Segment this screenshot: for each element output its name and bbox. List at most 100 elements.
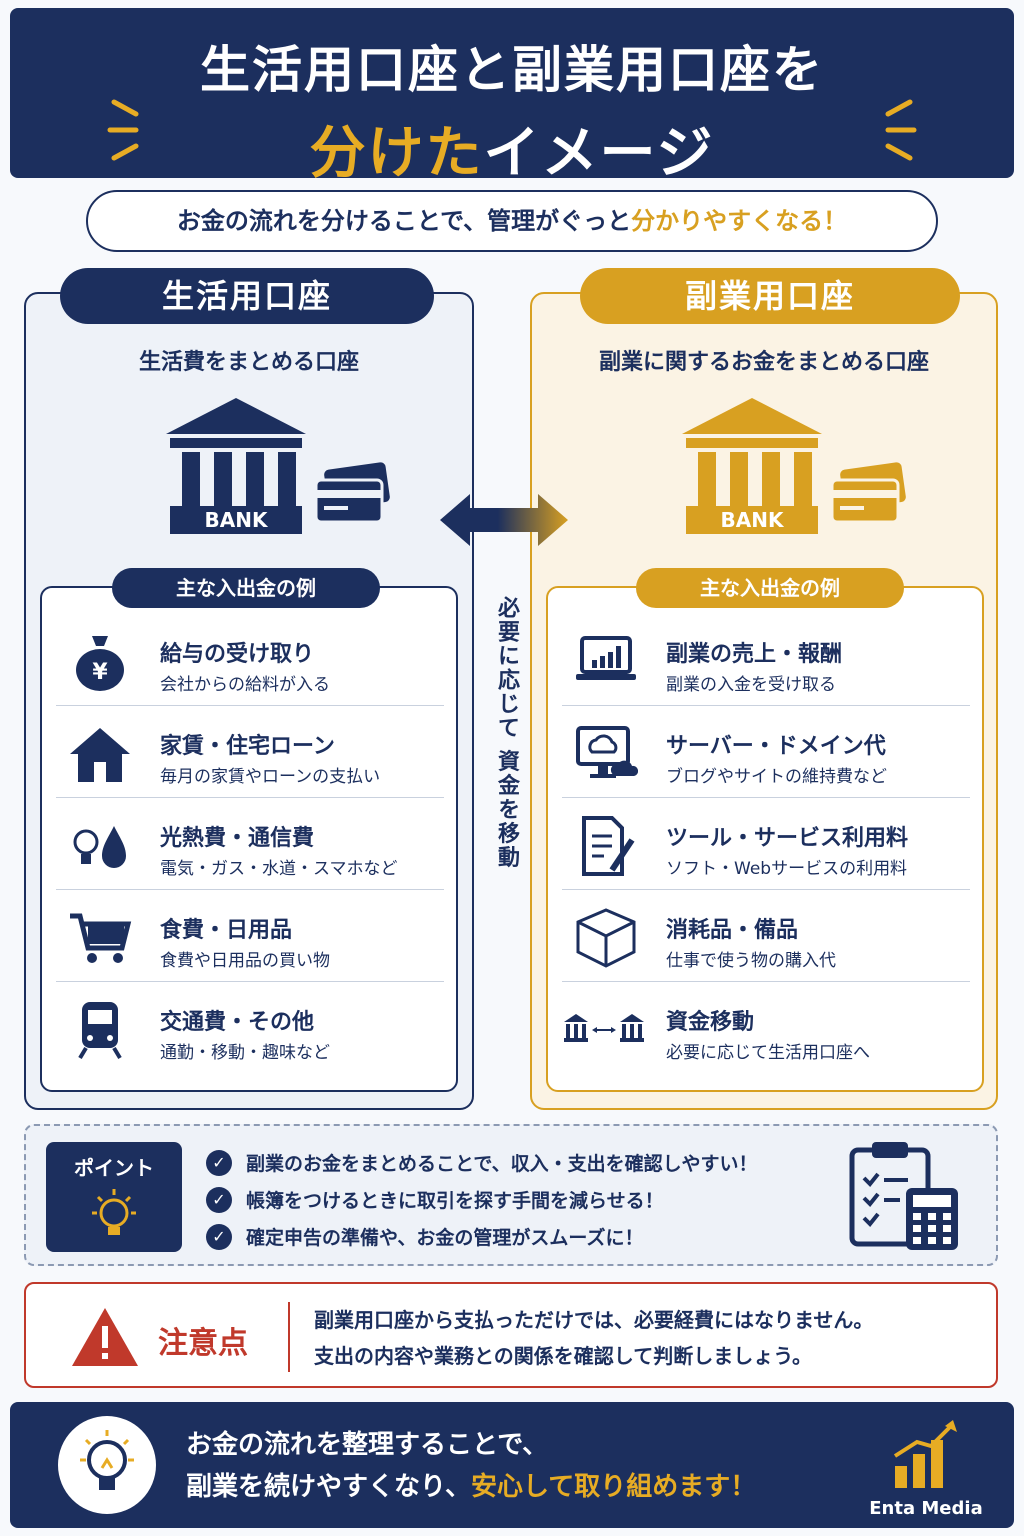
item-sub: 仕事で使う物の購入代 bbox=[666, 951, 836, 971]
item-sub: 副業の入金を受け取る bbox=[666, 675, 836, 695]
caution-label: 注意点 bbox=[158, 1326, 248, 1361]
item-title: 交通費・その他 bbox=[160, 1010, 315, 1035]
side-job-account-desc: 副業に関するお金をまとめる口座 bbox=[598, 350, 929, 375]
list-item: 交通費・その他 通勤・移動・趣味など bbox=[56, 982, 444, 1074]
brand-name: Enta Media bbox=[869, 1498, 983, 1519]
house-icon bbox=[70, 728, 130, 782]
list-item: 資金移動 必要に応じて生活用口座へ bbox=[562, 982, 970, 1074]
list-item: 食費・日用品 食費や日用品の買い物 bbox=[56, 890, 444, 982]
item-sub: 食費や日用品の買い物 bbox=[160, 951, 330, 971]
footer-banner: お金の流れを整理することで、 副業を続けやすくなり、安心して取り組めます！ En… bbox=[10, 1402, 1014, 1528]
item-sub: 必要に応じて生活用口座へ bbox=[666, 1043, 870, 1063]
bank-navy-icon: BANK bbox=[166, 398, 390, 534]
subtitle-highlight: 分かりやすくなる！ bbox=[631, 207, 848, 235]
point-item: ✓ 副業のお金をまとめることで、収入・支出を確認しやすい！ bbox=[206, 1144, 757, 1181]
double-arrow-icon bbox=[440, 494, 568, 546]
list-item: 消耗品・備品 仕事で使う物の購入代 bbox=[562, 890, 970, 982]
item-title: 光熱費・通信費 bbox=[160, 826, 315, 851]
living-account-panel: 生活用口座 生活費をまとめる口座 BANK 主な入出金の例 ¥ 給与の受け取り … bbox=[24, 268, 474, 1110]
check-icon: ✓ bbox=[206, 1149, 232, 1176]
train-icon bbox=[78, 1002, 122, 1060]
box-icon bbox=[576, 908, 636, 968]
laptop-chart-icon bbox=[576, 636, 636, 680]
check-icon: ✓ bbox=[206, 1223, 232, 1250]
page-title-line1: 生活用口座と副業用口座を bbox=[200, 41, 824, 99]
item-title: 給与の受け取り bbox=[160, 642, 315, 667]
item-sub: 毎月の家賃やローンの支払い bbox=[160, 767, 381, 787]
point-item: ✓ 帳簿をつけるときに取引を探す手間を減らせる！ bbox=[206, 1181, 757, 1218]
brand-logo: Enta Media bbox=[866, 1418, 986, 1519]
lightbulb-icon bbox=[80, 1430, 134, 1490]
side-job-examples-box: 主な入出金の例 副業の売上・報酬 副業の入金を受け取る サーバー・ドメイン代 ブ… bbox=[546, 568, 984, 1092]
item-title: サーバー・ドメイン代 bbox=[666, 734, 886, 759]
side-job-examples-label: 主な入出金の例 bbox=[636, 568, 904, 608]
bank-label: BANK bbox=[205, 508, 269, 532]
living-examples-box: 主な入出金の例 ¥ 給与の受け取り 会社からの給料が入る 家賃・住宅ローン 毎月… bbox=[40, 568, 458, 1092]
item-sub: 通勤・移動・趣味など bbox=[160, 1043, 330, 1063]
item-title: 家賃・住宅ローン bbox=[160, 734, 335, 759]
list-item: 副業の売上・報酬 副業の入金を受け取る bbox=[562, 614, 970, 706]
title-rest: イメージ bbox=[483, 121, 715, 186]
item-title: ツール・サービス利用料 bbox=[666, 826, 909, 851]
item-title: 資金移動 bbox=[666, 1010, 755, 1035]
svg-text:¥: ¥ bbox=[92, 660, 108, 685]
point-text: 副業のお金をまとめることで、収入・支出を確認しやすい！ bbox=[246, 1153, 758, 1175]
bank-gold-icon: BANK bbox=[682, 398, 906, 534]
caution-line1: 副業用口座から支払っただけでは、必要経費にはなりません。 bbox=[314, 1308, 874, 1332]
footer-line2: 副業を続けやすくなり、安心して取り組めます！ bbox=[186, 1466, 756, 1508]
side-job-account-title: 副業用口座 bbox=[580, 268, 960, 324]
point-item: ✓ 確定申告の準備や、お金の管理がスムーズに！ bbox=[206, 1218, 757, 1255]
clipboard-calculator-icon bbox=[849, 1142, 958, 1250]
item-sub: 会社からの給料が入る bbox=[160, 675, 330, 695]
sparkle-right-icon bbox=[885, 99, 917, 161]
lightbulb-icon bbox=[92, 1189, 136, 1235]
monitor-cloud-icon bbox=[576, 726, 638, 778]
list-item: ツール・サービス利用料 ソフト・Webサービスの利用料 bbox=[562, 798, 970, 890]
shopping-cart-icon bbox=[70, 913, 132, 963]
footer-message: お金の流れを整理することで、 副業を続けやすくなり、安心して取り組めます！ bbox=[186, 1424, 756, 1508]
item-sub: 電気・ガス・水道・スマホなど bbox=[160, 859, 398, 879]
point-text: 帳簿をつけるときに取引を探す手間を減らせる！ bbox=[246, 1190, 664, 1212]
caution-divider bbox=[288, 1302, 290, 1372]
caution-line2: 支出の内容や業務との関係を確認して判断しましょう。 bbox=[314, 1344, 812, 1368]
caution-text: 副業用口座から支払っただけでは、必要経費にはなりません。 支出の内容や業務との関… bbox=[314, 1302, 873, 1374]
page-title-line2: 分けたイメージ bbox=[10, 108, 1014, 189]
money-bag-yen-icon: ¥ bbox=[76, 636, 124, 691]
points-section: ポイント ✓ 副業のお金をまとめることで、収入・支出を確認しやすい！ ✓ 帳簿をつけ… bbox=[24, 1124, 998, 1266]
subtitle-prefix: お金の流れを分けることで、管理がぐっと bbox=[176, 207, 632, 235]
document-pen-icon bbox=[582, 816, 635, 876]
item-title: 消耗品・備品 bbox=[666, 918, 799, 943]
item-sub: ソフト・Webサービスの利用料 bbox=[666, 859, 908, 879]
point-text: 確定申告の準備や、お金の管理がスムーズに！ bbox=[246, 1227, 644, 1249]
item-title: 食費・日用品 bbox=[160, 918, 293, 943]
item-sub: ブログやサイトの維持費など bbox=[666, 767, 887, 787]
caution-section: 注意点 副業用口座から支払っただけでは、必要経費にはなりません。 支出の内容や業… bbox=[24, 1282, 998, 1388]
list-item: 家賃・住宅ローン 毎月の家賃やローンの支払い bbox=[56, 706, 444, 798]
bank-transfer-icon bbox=[564, 1014, 644, 1042]
bulb-water-icon bbox=[73, 826, 126, 868]
footer-line2-prefix: 副業を続けやすくなり、 bbox=[186, 1472, 471, 1502]
transfer-text: 必要に応じて 資金を移動 bbox=[494, 596, 519, 870]
item-title: 副業の売上・報酬 bbox=[666, 642, 843, 667]
points-label: ポイント bbox=[74, 1156, 154, 1180]
living-examples-label: 主な入出金の例 bbox=[112, 568, 380, 608]
footer-line2-highlight: 安心して取り組めます！ bbox=[470, 1472, 757, 1502]
living-account-desc: 生活費をまとめる口座 bbox=[138, 350, 359, 375]
sparkle-left-icon bbox=[107, 99, 139, 161]
points-list: ✓ 副業のお金をまとめることで、収入・支出を確認しやすい！ ✓ 帳簿をつけるときに取… bbox=[206, 1144, 757, 1255]
subtitle-pill: お金の流れを分けることで、管理がぐっと分かりやすくなる！ bbox=[86, 190, 938, 252]
footer-line1: お金の流れを整理することで、 bbox=[186, 1430, 549, 1460]
list-item: 光熱費・通信費 電気・ガス・水道・スマホなど bbox=[56, 798, 444, 890]
points-label-box: ポイント bbox=[46, 1142, 182, 1252]
footer-bulb bbox=[58, 1416, 156, 1514]
list-item: ¥ 給与の受け取り 会社からの給料が入る bbox=[56, 614, 444, 706]
check-icon: ✓ bbox=[206, 1186, 232, 1213]
title-highlight: 分けた bbox=[309, 121, 484, 186]
side-job-account-panel: 副業用口座 副業に関するお金をまとめる口座 BANK 主な入出金の例 副業の売上… bbox=[530, 268, 998, 1110]
list-item: サーバー・ドメイン代 ブログやサイトの維持費など bbox=[562, 706, 970, 798]
living-account-title: 生活用口座 bbox=[60, 268, 434, 324]
growth-chart-icon bbox=[893, 1420, 957, 1488]
bank-label: BANK bbox=[721, 508, 785, 532]
header-banner: 生活用口座と副業用口座を 分けたイメージ bbox=[10, 8, 1014, 186]
warning-icon bbox=[72, 1308, 138, 1366]
